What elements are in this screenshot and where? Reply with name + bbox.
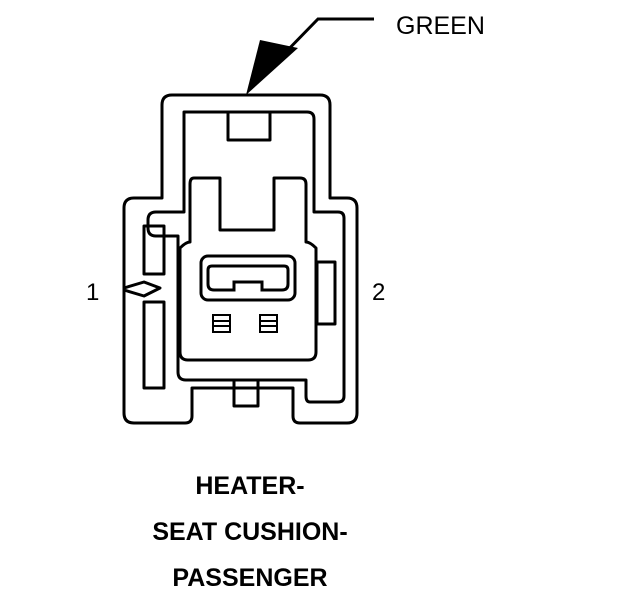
pin-marker-1: [212, 314, 231, 333]
caption-line-3: PASSENGER: [172, 564, 328, 592]
right-slot: [315, 260, 337, 326]
pin-2-label: 2: [372, 279, 386, 306]
blade-inner: [206, 264, 290, 292]
pin-markers: [212, 314, 278, 333]
left-slot-upper: [142, 224, 166, 276]
pin-1-label: 1: [86, 279, 100, 306]
blade-outer: [199, 254, 297, 302]
terminal-cavity: [178, 176, 318, 362]
housing-outer: [122, 93, 359, 425]
pin-marker-2: [259, 314, 278, 333]
latch-tab: [226, 110, 272, 142]
leader-line: [278, 17, 374, 60]
pin1-notch: [123, 280, 162, 298]
bottom-key: [232, 378, 260, 408]
left-slot-lower: [142, 300, 166, 390]
terminal-blade: [199, 254, 297, 302]
leader-arrowhead: [246, 40, 298, 95]
housing-inner: [146, 110, 346, 404]
caption-line-2: SEAT CUSHION-: [152, 518, 348, 546]
wire-color-label: GREEN: [396, 12, 485, 40]
color-leader: [278, 17, 374, 60]
connector-body: [122, 93, 359, 425]
caption-line-1: HEATER-: [195, 472, 305, 500]
